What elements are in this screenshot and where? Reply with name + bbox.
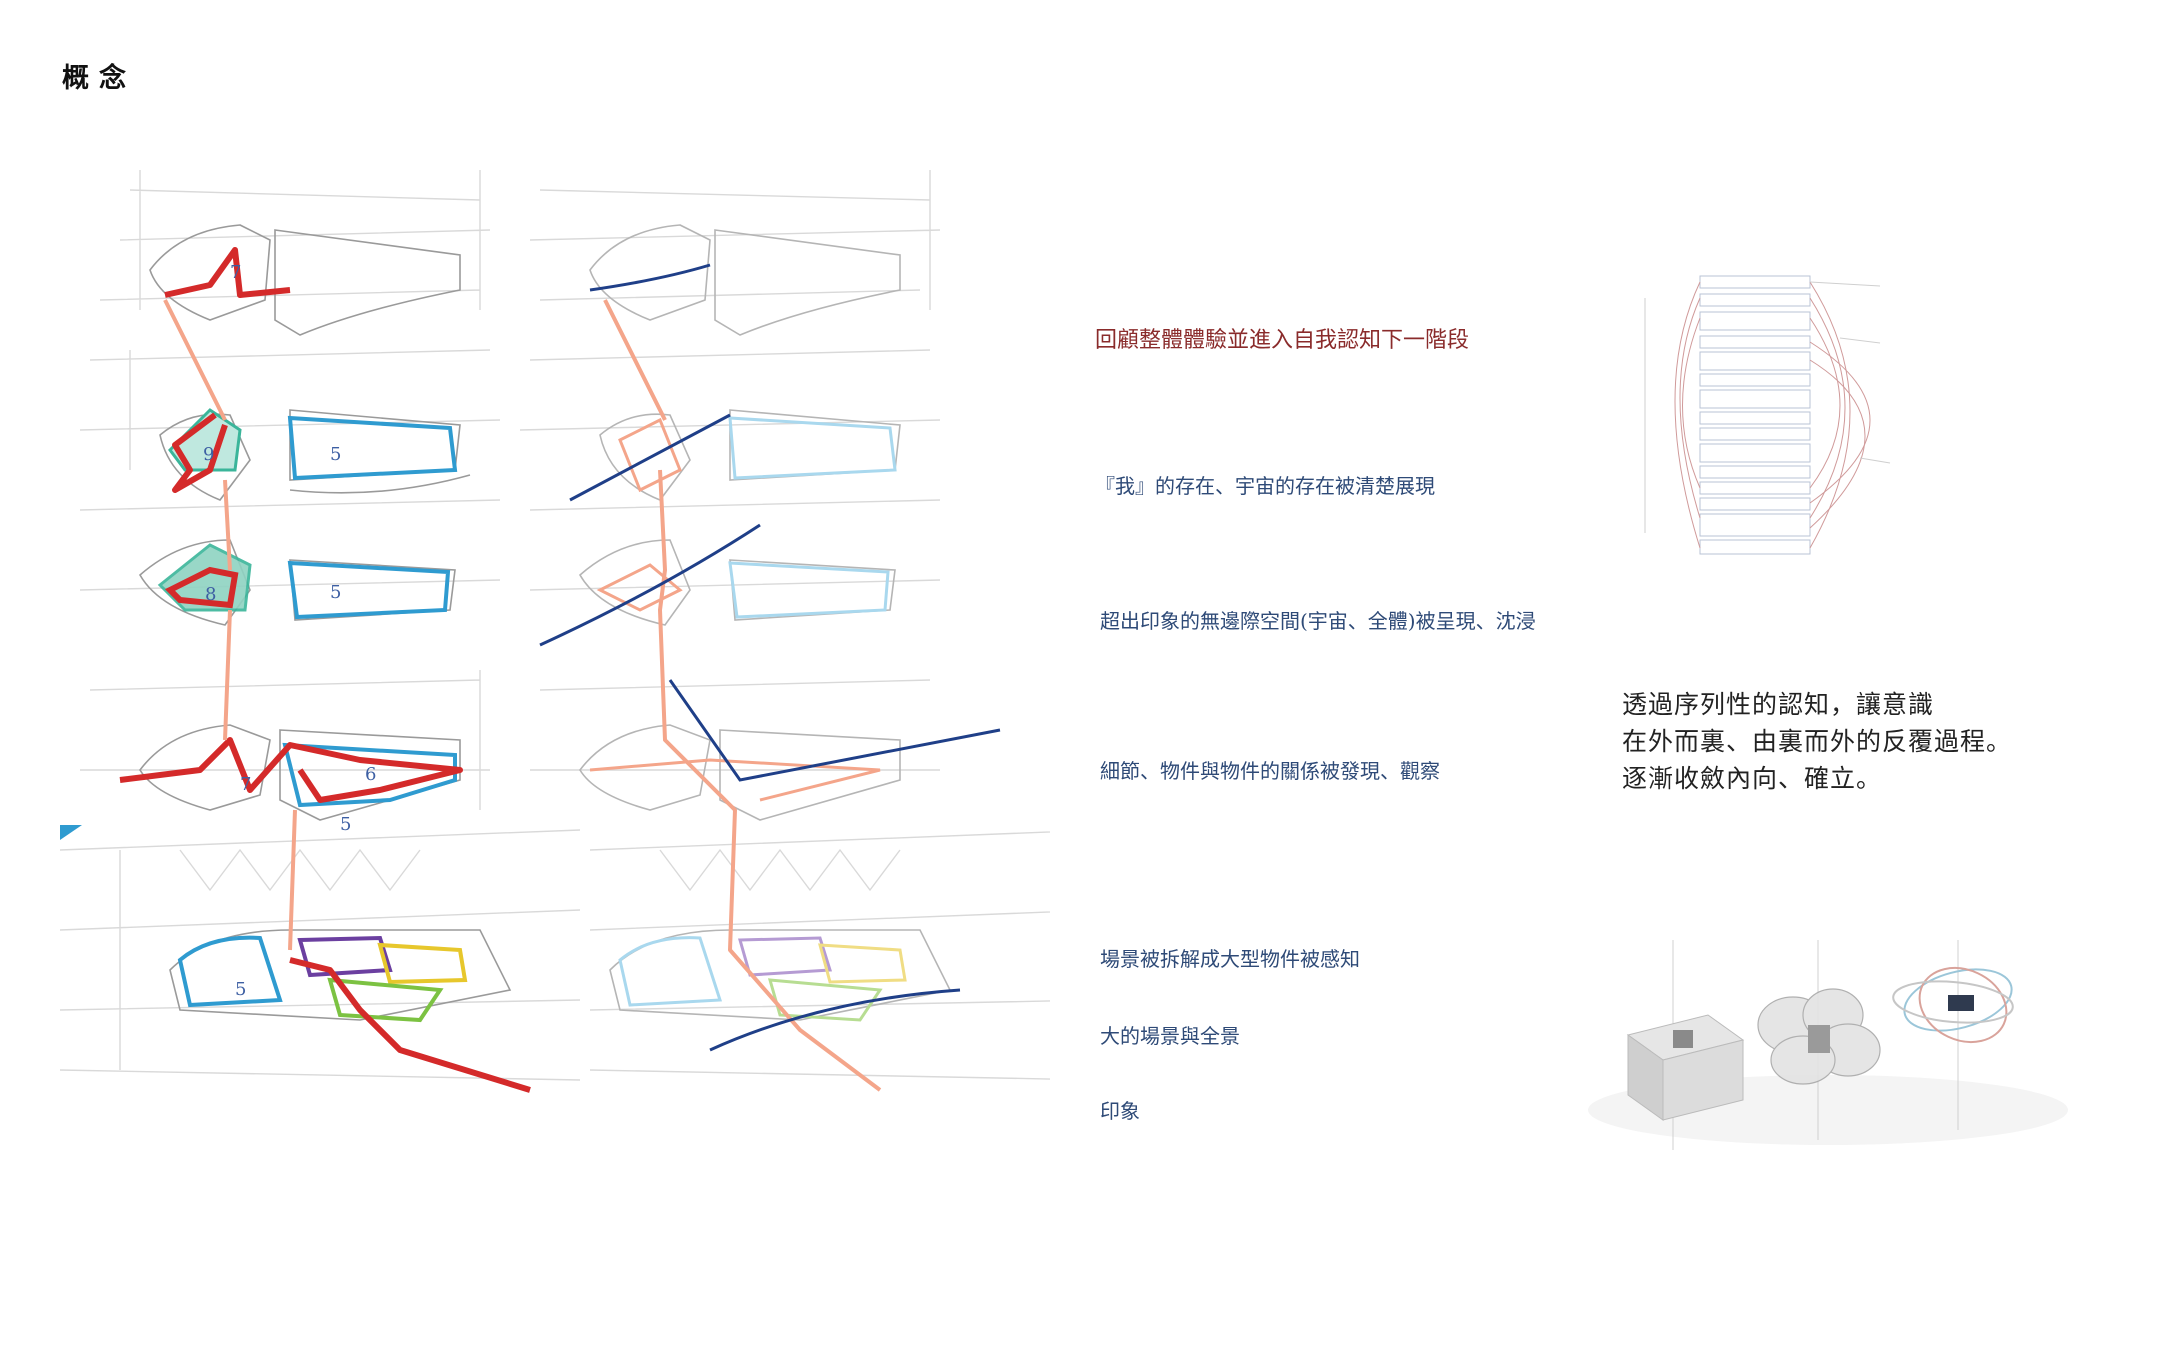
zone-number: 9	[203, 444, 214, 465]
statement-line: 透過序列性的認知，讓意識	[1622, 690, 1935, 719]
sequence-label: 印象	[1100, 1099, 1140, 1123]
page-title: 概念	[62, 63, 136, 94]
sequence-label: 大的場景與全景	[1100, 1024, 1240, 1048]
sequence-label: 細節、物件與物件的關係被發現、觀察	[1100, 759, 1440, 783]
zone-number: 5	[235, 979, 246, 1000]
zone-number: 7	[240, 774, 251, 795]
zone-number: 5	[340, 814, 351, 835]
zone-number: 8	[205, 584, 216, 605]
concept-statement: 透過序列性的認知，讓意識 在外而裏、由裏而外的反覆過程。 逐漸收斂內向、確立。	[1622, 686, 2012, 797]
zone-number: 5	[330, 582, 341, 603]
sequence-flow-diagram	[1644, 275, 1891, 555]
sequence-label: 回顧整體體驗並進入自我認知下一階段	[1095, 328, 1470, 353]
sequence-label: 『我』的存在、宇宙的存在被清楚展現	[1095, 474, 1435, 498]
zone-number: 6	[365, 764, 376, 785]
zone-number: 7	[230, 262, 241, 283]
sequence-label: 超出印象的無邊際空間(宇宙、全體)被呈現、沈浸	[1100, 609, 1536, 633]
statement-line: 在外而裏、由裏而外的反覆過程。	[1622, 727, 2013, 756]
zone-number: 5	[330, 444, 341, 465]
floor-plan-diagrams: 7 9 5 8 5 7 6 5 5	[60, 170, 1050, 1093]
form-studies	[1588, 940, 2068, 1150]
sequence-label: 場景被拆解成大型物件被感知	[1100, 947, 1360, 971]
statement-line: 逐漸收斂內向、確立。	[1622, 764, 1883, 793]
